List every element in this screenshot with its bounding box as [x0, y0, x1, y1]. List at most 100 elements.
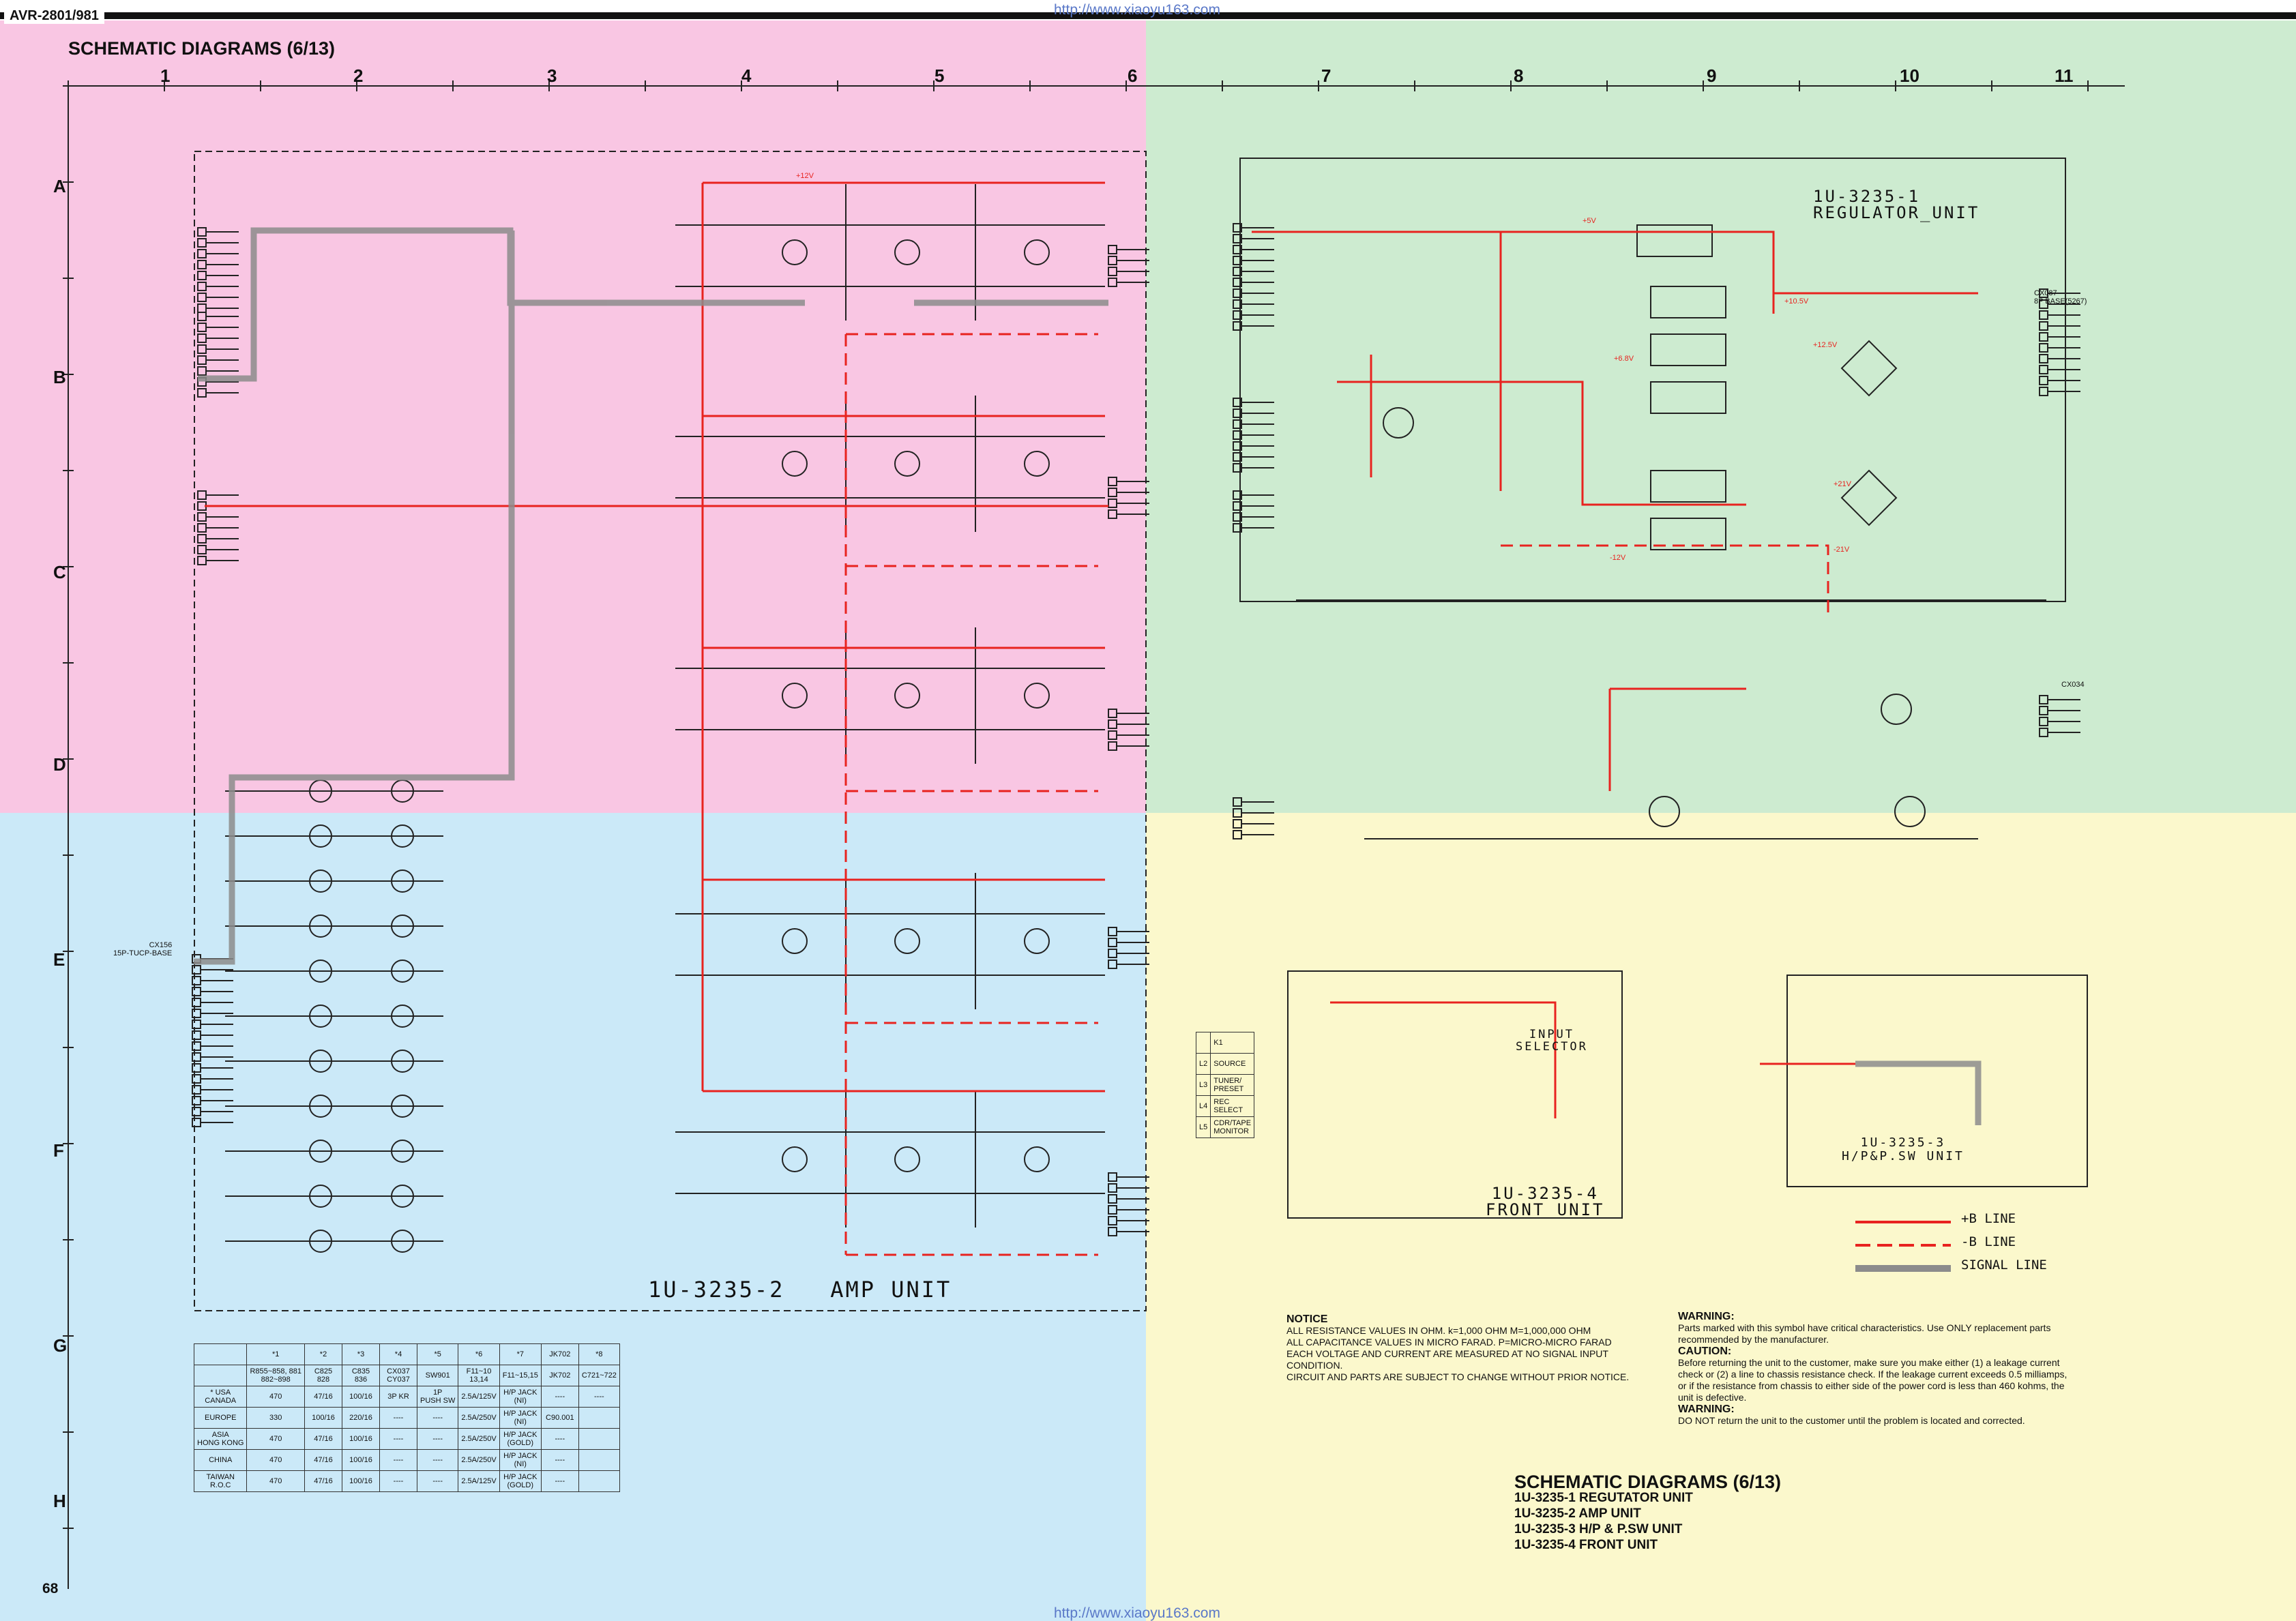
connector-pin [197, 344, 207, 354]
label-plus68: +6.8V [1614, 355, 1634, 363]
variant-subheader: F11~10 13,14 [458, 1365, 500, 1386]
selector-cell: L4 [1195, 1095, 1211, 1117]
variant-cell: ---- [416, 1449, 459, 1471]
connector-pin [197, 249, 207, 258]
connector-pin [192, 1096, 201, 1105]
hp-unit-title: 1U-3235-3 H/P&P.SW UNIT [1842, 1135, 1964, 1163]
transistor-symbol [782, 451, 808, 477]
transistor-symbol [1024, 683, 1050, 709]
notice-line: ALL RESISTANCE VALUES IN OHM. k=1,000 OH… [1286, 1325, 1591, 1336]
variant-cell: H/P JACK (NI) [499, 1386, 542, 1408]
variant-cell: 100/16 [342, 1428, 380, 1450]
plus-b-line [701, 181, 1105, 1091]
grid-row-C: C [53, 562, 66, 582]
warnings-block: WARNING: Parts marked with this symbol h… [1678, 1311, 2074, 1427]
variant-cell: 2.5A/250V [458, 1407, 500, 1429]
transistor-symbol [1024, 1146, 1050, 1172]
grid-row-D: D [53, 754, 66, 775]
signal-line [194, 230, 515, 965]
connector-pin [197, 545, 207, 554]
variant-cell: 100/16 [342, 1386, 380, 1408]
variant-cell: H/P JACK (GOLD) [499, 1428, 542, 1450]
connector-pin [197, 293, 207, 302]
bridge-rectifier [1840, 340, 1898, 397]
diagram-caption: SCHEMATIC DIAGRAMS (6/13) 1U-3235-1 REGU… [1514, 1473, 1781, 1553]
label-plus125: +12.5V [1813, 341, 1838, 349]
plus-b-line [1330, 1001, 1557, 1118]
watermark-url-bottom: http://www.xiaoyu163.com [1054, 1605, 1220, 1621]
connector-pin [197, 260, 207, 269]
minus-b-line [844, 333, 1098, 1256]
variant-cell: ---- [578, 1386, 620, 1408]
grid-row-G: G [53, 1335, 68, 1356]
connector-pin [1108, 278, 1117, 287]
variant-cell: ---- [416, 1407, 459, 1429]
plus-b-line [1337, 355, 1746, 506]
variant-cell: ---- [416, 1428, 459, 1450]
connector-pin [192, 976, 201, 985]
connector-pin [192, 965, 201, 975]
transistor-symbol [894, 683, 920, 709]
selector-cell: K1 [1210, 1032, 1255, 1054]
variant-subheader: F11~15,15 [499, 1365, 542, 1386]
connector-pin [197, 512, 207, 522]
variant-cell: 100/16 [304, 1407, 342, 1429]
legend-plus-b: +B LINE [1855, 1211, 2060, 1234]
connector-pin [197, 366, 207, 376]
connector-pin [192, 1107, 201, 1116]
connector-pin [1108, 741, 1117, 751]
connector-pin [197, 271, 207, 280]
transistor-symbol [1894, 796, 1926, 827]
connector-pin [1233, 797, 1242, 807]
regulator-ic [1650, 333, 1726, 366]
transistor-symbol [1024, 239, 1050, 265]
connector-pin [192, 1041, 201, 1051]
connector-pin [2039, 354, 2048, 363]
warning-title: WARNING: [1678, 1311, 1735, 1322]
connector-pin [1108, 730, 1117, 740]
caption-item: 1U-3235-2 AMP UNIT [1514, 1506, 1641, 1521]
connector-pin [2039, 376, 2048, 385]
variant-cell: * USA CANADA [193, 1386, 248, 1408]
variant-cell: 3P KR [379, 1386, 417, 1408]
variant-subheader: C825 828 [304, 1365, 342, 1386]
grid-column-11: 11 [2055, 65, 2074, 86]
variant-cell: ---- [416, 1470, 459, 1492]
selector-cell: CDR/TAPE MONITOR [1210, 1116, 1255, 1138]
connector-pin [197, 323, 207, 332]
connector-pin [197, 238, 207, 248]
label-plus21: +21V [1834, 480, 1851, 488]
connector-pin [197, 303, 207, 313]
transistor-symbol [782, 928, 808, 954]
selector-cell: REC SELECT [1210, 1095, 1255, 1117]
connector-pin [197, 490, 207, 500]
connector-pin [192, 998, 201, 1007]
variant-cell: H/P JACK (NI) [499, 1407, 542, 1429]
variant-cell: 47/16 [304, 1386, 342, 1408]
variant-cell: ASIA HONG KONG [193, 1428, 248, 1450]
connector-cx156: CX156 15P-TUCP-BASE [113, 941, 173, 957]
connector-pin [1108, 719, 1117, 729]
variant-cell: ---- [540, 1470, 579, 1492]
grid-row-F: F [53, 1140, 64, 1161]
connector-pin [2039, 728, 2048, 737]
amp-unit-title: 1U-3235-2 AMP UNIT [648, 1277, 952, 1303]
notice-block: NOTICE ALL RESISTANCE VALUES IN OHM. k=1… [1286, 1313, 1641, 1383]
connector-pin [1108, 256, 1117, 265]
connector-pin [2039, 332, 2048, 342]
bridge-rectifier [1840, 469, 1898, 526]
variant-subheader [193, 1365, 248, 1386]
transistor-symbol [782, 1146, 808, 1172]
regulator-ic [1650, 470, 1726, 503]
notice-title: NOTICE [1286, 1313, 1328, 1325]
connector-pin [192, 1074, 201, 1084]
variant-cell: H/P JACK (GOLD) [499, 1470, 542, 1492]
variant-subheader: C721~722 [578, 1365, 620, 1386]
connector-pin [1108, 1205, 1117, 1215]
variant-cell: 47/16 [304, 1470, 342, 1492]
connector-pin [1108, 267, 1117, 276]
